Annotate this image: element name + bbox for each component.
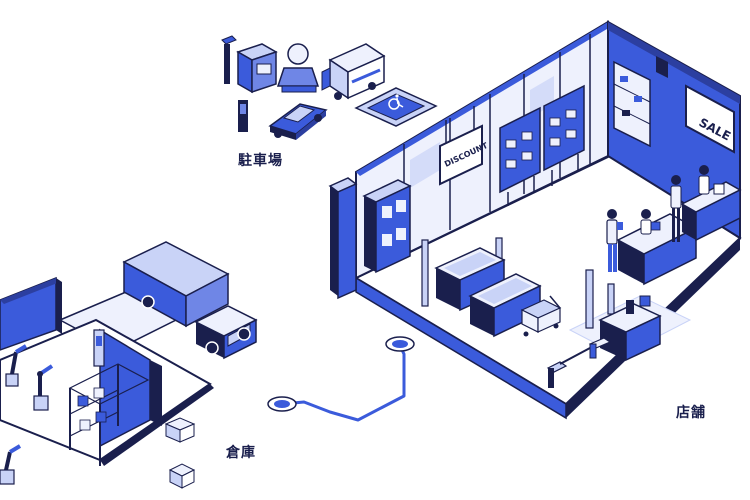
store-building: DISCOUNT SALE — [328, 20, 742, 420]
turnstile-gate — [546, 337, 612, 388]
delivery-truck — [122, 241, 258, 360]
security-robot — [276, 43, 320, 93]
pegboard-display-right — [543, 84, 585, 186]
chest-freezer-2 — [468, 273, 542, 338]
location-pin-warehouse — [267, 396, 297, 412]
accessible-parking-spot — [354, 87, 438, 127]
robotic-arm-2 — [5, 344, 28, 387]
register-kiosk — [598, 295, 662, 362]
parking-label: 駐車場 — [238, 153, 283, 169]
storage-rack — [68, 363, 150, 466]
discount-sign: DISCOUNT — [439, 106, 490, 186]
parking-post — [238, 100, 248, 132]
wheelchair-icon — [388, 94, 404, 110]
robotic-arm-3 — [0, 444, 22, 485]
route-path — [267, 336, 415, 422]
self-checkout-counter — [670, 165, 742, 242]
checkout-counter — [616, 209, 698, 286]
robotic-arm-1 — [33, 364, 54, 411]
pegboard-display-left — [499, 106, 541, 206]
sale-sign: SALE — [685, 84, 735, 154]
warehouse-pillar — [93, 329, 105, 367]
parking-booth — [221, 35, 278, 94]
location-pin-store — [385, 336, 415, 352]
wall-shelves — [613, 56, 668, 148]
shopping-cart — [520, 295, 562, 337]
delivery-van — [321, 43, 386, 100]
box-stack — [164, 417, 196, 489]
shopper-person — [606, 209, 623, 272]
store-label: 店舗 — [676, 405, 706, 421]
locker-cabinet — [362, 179, 412, 274]
warehouse-label: 倉庫 — [226, 445, 256, 461]
parking-area — [221, 35, 438, 140]
parked-car — [268, 103, 328, 140]
